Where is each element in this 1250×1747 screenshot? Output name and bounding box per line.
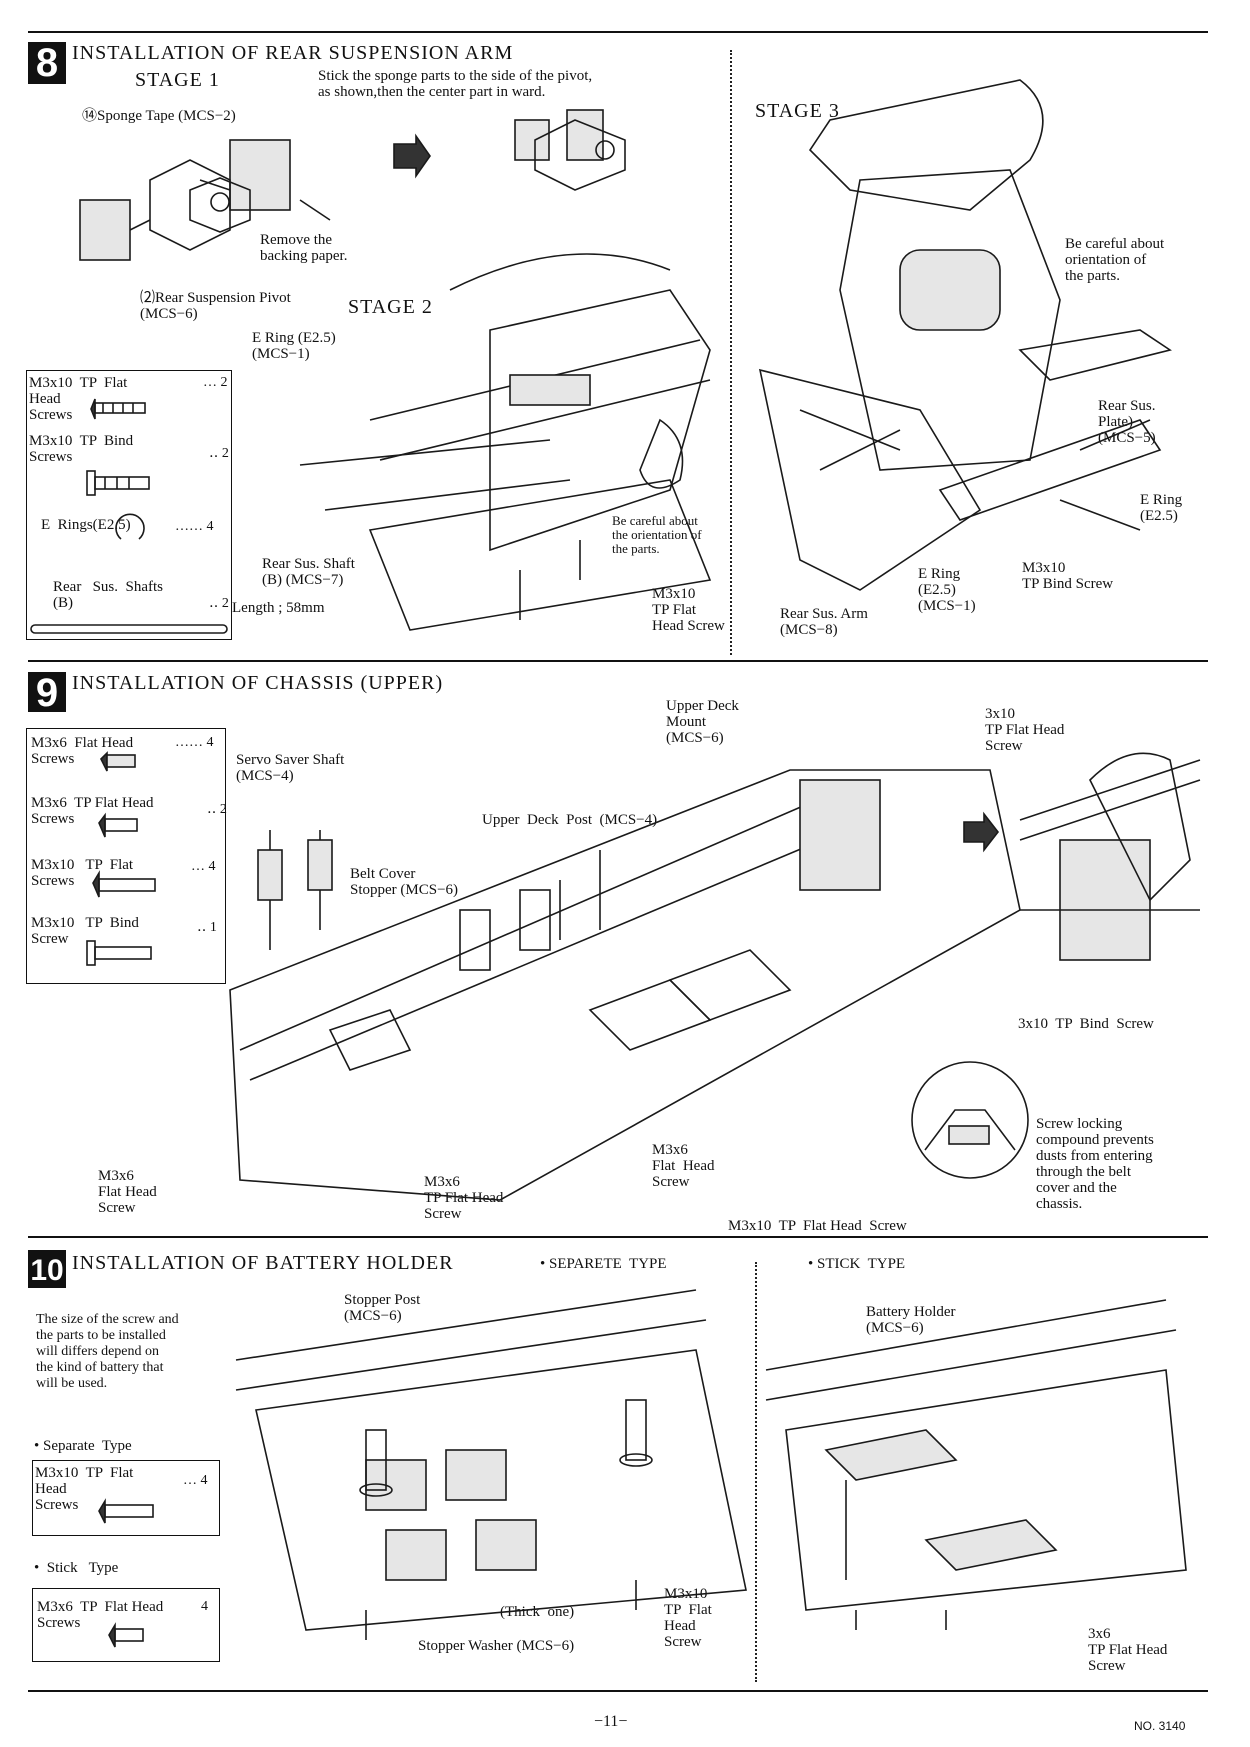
rear-arm-label: Rear Sus. Arm (MCS−8) bbox=[780, 606, 868, 638]
stick-part-qty: 4 bbox=[201, 1599, 208, 1614]
part-9-4-qty: ‥ 1 bbox=[197, 920, 217, 935]
part-9-3-qty: … 4 bbox=[191, 859, 216, 874]
arrow-right-icon bbox=[393, 133, 431, 179]
pivot-label: ⑵Rear Suspension Pivot (MCS−6) bbox=[140, 290, 291, 322]
part-8-4: Rear Sus. Shafts (B) bbox=[53, 579, 163, 611]
arrow-right-icon-9 bbox=[963, 811, 1000, 853]
m3x10-flat-label: M3x10 TP Flat Head Screw bbox=[652, 586, 725, 634]
length-label: Length ; 58mm bbox=[232, 600, 325, 616]
part-8-4-qty: ‥ 2 bbox=[209, 596, 229, 611]
upper-deck-mount-label: Upper Deck Mount (MCS−6) bbox=[666, 698, 739, 746]
sep-part-qty: … 4 bbox=[183, 1473, 208, 1488]
step-8-number: 8 bbox=[28, 42, 66, 84]
part-8-3-qty: …… 4 bbox=[175, 519, 214, 534]
upper-deck-post-label: Upper Deck Post (MCS−4) bbox=[482, 812, 658, 828]
stage-1-result-drawing bbox=[514, 109, 626, 191]
stick-screw-icon bbox=[108, 1622, 144, 1648]
stage-2-label: STAGE 2 bbox=[348, 296, 433, 318]
stopper-post-label: Stopper Post (MCS−6) bbox=[344, 1292, 421, 1324]
stage-2-drawing bbox=[299, 253, 712, 631]
separate-type-label: • Separate Type bbox=[34, 1438, 132, 1454]
e-ring-2-label: E Ring (E2.5) bbox=[1140, 492, 1183, 524]
parts-box-9: M3x6 Flat Head Screws …… 4 M3x6 TP Flat … bbox=[26, 728, 227, 984]
rule-9-10 bbox=[28, 1236, 1208, 1238]
bottom-rule bbox=[28, 1690, 1208, 1692]
careful-orientation-label: Be careful about orientation of the part… bbox=[1065, 236, 1165, 284]
sponge-tape-label: ⑭Sponge Tape (MCS−2) bbox=[82, 108, 236, 124]
part-8-1: M3x10 TP Flat Head Screws bbox=[29, 375, 128, 423]
separate-type-drawing bbox=[235, 1289, 747, 1640]
bind-screw-label: M3x10 TP Bind Screw bbox=[1022, 560, 1114, 592]
stick-part-name: M3x6 TP Flat Head Screws bbox=[37, 1599, 164, 1631]
divider-stage3 bbox=[730, 50, 732, 655]
rule-8-9 bbox=[28, 660, 1208, 662]
step-9-number: 9 bbox=[28, 672, 66, 714]
separate-type-heading: • SEPARETE TYPE bbox=[540, 1256, 667, 1272]
part-8-1-qty: … 2 bbox=[203, 375, 228, 390]
tp-3x10-flat-label: 3x10 TP Flat Head Screw bbox=[985, 706, 1065, 754]
stick-type-heading: • STICK TYPE bbox=[808, 1256, 906, 1272]
screw-icons-8 bbox=[30, 398, 228, 634]
tp-3x10-bind-label: 3x10 TP Bind Screw bbox=[1018, 1016, 1154, 1032]
m3x6-flat-left-label: M3x6 Flat Head Screw bbox=[98, 1168, 157, 1216]
step-10-title: INSTALLATION OF BATTERY HOLDER bbox=[72, 1252, 454, 1274]
page-number: −11− bbox=[594, 1713, 628, 1730]
tp-3x6-label: 3x6 TP Flat Head Screw bbox=[1088, 1626, 1168, 1674]
m3x10-flat-label-9: M3x10 TP Flat Head Screw bbox=[728, 1218, 907, 1234]
part-8-2-qty: ‥ 2 bbox=[209, 446, 229, 461]
stick-type-drawing bbox=[765, 1299, 1187, 1630]
stage-3-drawing bbox=[758, 79, 1172, 591]
top-rule bbox=[28, 31, 1208, 33]
step-8-title: INSTALLATION OF REAR SUSPENSION ARM bbox=[72, 42, 514, 64]
stage-1-label: STAGE 1 bbox=[135, 69, 220, 91]
stage-1-drawing bbox=[79, 139, 331, 261]
stage-1-note: Stick the sponge parts to the side of th… bbox=[318, 68, 593, 100]
rear-shaft-label: Rear Sus. Shaft (B) (MCS−7) bbox=[262, 556, 355, 588]
locking-note: Screw locking compound prevents dusts fr… bbox=[1036, 1116, 1154, 1212]
stopper-washer-label: Stopper Washer (MCS−6) bbox=[418, 1638, 575, 1654]
careful-small-label: Be careful about the orientation of the … bbox=[612, 513, 702, 556]
chassis-upper-drawing bbox=[229, 769, 1021, 1201]
part-9-1-qty: …… 4 bbox=[175, 735, 214, 750]
step-10-number: 10 bbox=[28, 1250, 66, 1288]
divider-stick bbox=[755, 1262, 757, 1682]
lock-detail-circle bbox=[911, 1061, 1029, 1179]
m3x6-tp-label: M3x6 TP Flat Head Screw bbox=[424, 1174, 504, 1222]
belt-cover-label: Belt Cover Stopper (MCS−6) bbox=[350, 866, 459, 898]
part-9-2-qty: ‥ 2 bbox=[207, 802, 227, 817]
sep-part-name: M3x10 TP Flat Head Screws bbox=[35, 1465, 134, 1513]
servo-saver-label: Servo Saver Shaft (MCS−4) bbox=[236, 752, 345, 784]
separate-part-box: M3x10 TP Flat Head Screws … 4 bbox=[32, 1460, 220, 1536]
chassis-detail-drawing bbox=[1019, 752, 1201, 961]
e-ring-label: E Ring (E2.5) (MCS−1) bbox=[252, 330, 336, 362]
m3x6-flat-right-label: M3x6 Flat Head Screw bbox=[652, 1142, 715, 1190]
step-9-title: INSTALLATION OF CHASSIS (UPPER) bbox=[72, 672, 444, 694]
battery-holder-label: Battery Holder (MCS−6) bbox=[866, 1304, 956, 1336]
part-9-2: M3x6 TP Flat Head Screws bbox=[31, 795, 154, 827]
m3x10-battery-label: M3x10 TP Flat Head Screw bbox=[664, 1586, 712, 1650]
part-8-3: E Rings(E2.5) bbox=[41, 517, 131, 533]
screw-icons-9 bbox=[86, 751, 156, 966]
part-9-3: M3x10 TP Flat Screws bbox=[31, 857, 134, 889]
parts-box-8: M3x10 TP Flat Head Screws … 2 M3x10 TP B… bbox=[26, 370, 232, 640]
part-9-1: M3x6 Flat Head Screws bbox=[31, 735, 134, 767]
stick-type-label: • Stick Type bbox=[34, 1560, 119, 1576]
remove-backing-label: Remove the backing paper. bbox=[260, 232, 348, 264]
battery-note: The size of the screw and the parts to b… bbox=[36, 1312, 179, 1391]
document-code: NO. 3140 bbox=[1134, 1719, 1186, 1733]
part-9-4: M3x10 TP Bind Screw bbox=[31, 915, 139, 947]
part-8-2: M3x10 TP Bind Screws bbox=[29, 433, 134, 465]
stage-3-label: STAGE 3 bbox=[755, 100, 840, 122]
sep-screw-icon bbox=[98, 1498, 154, 1524]
thick-one-label: (Thick one) bbox=[500, 1604, 575, 1620]
stick-part-box: M3x6 TP Flat Head Screws 4 bbox=[32, 1588, 220, 1662]
e-ring-3-label: E Ring (E2.5) (MCS−1) bbox=[918, 566, 976, 614]
